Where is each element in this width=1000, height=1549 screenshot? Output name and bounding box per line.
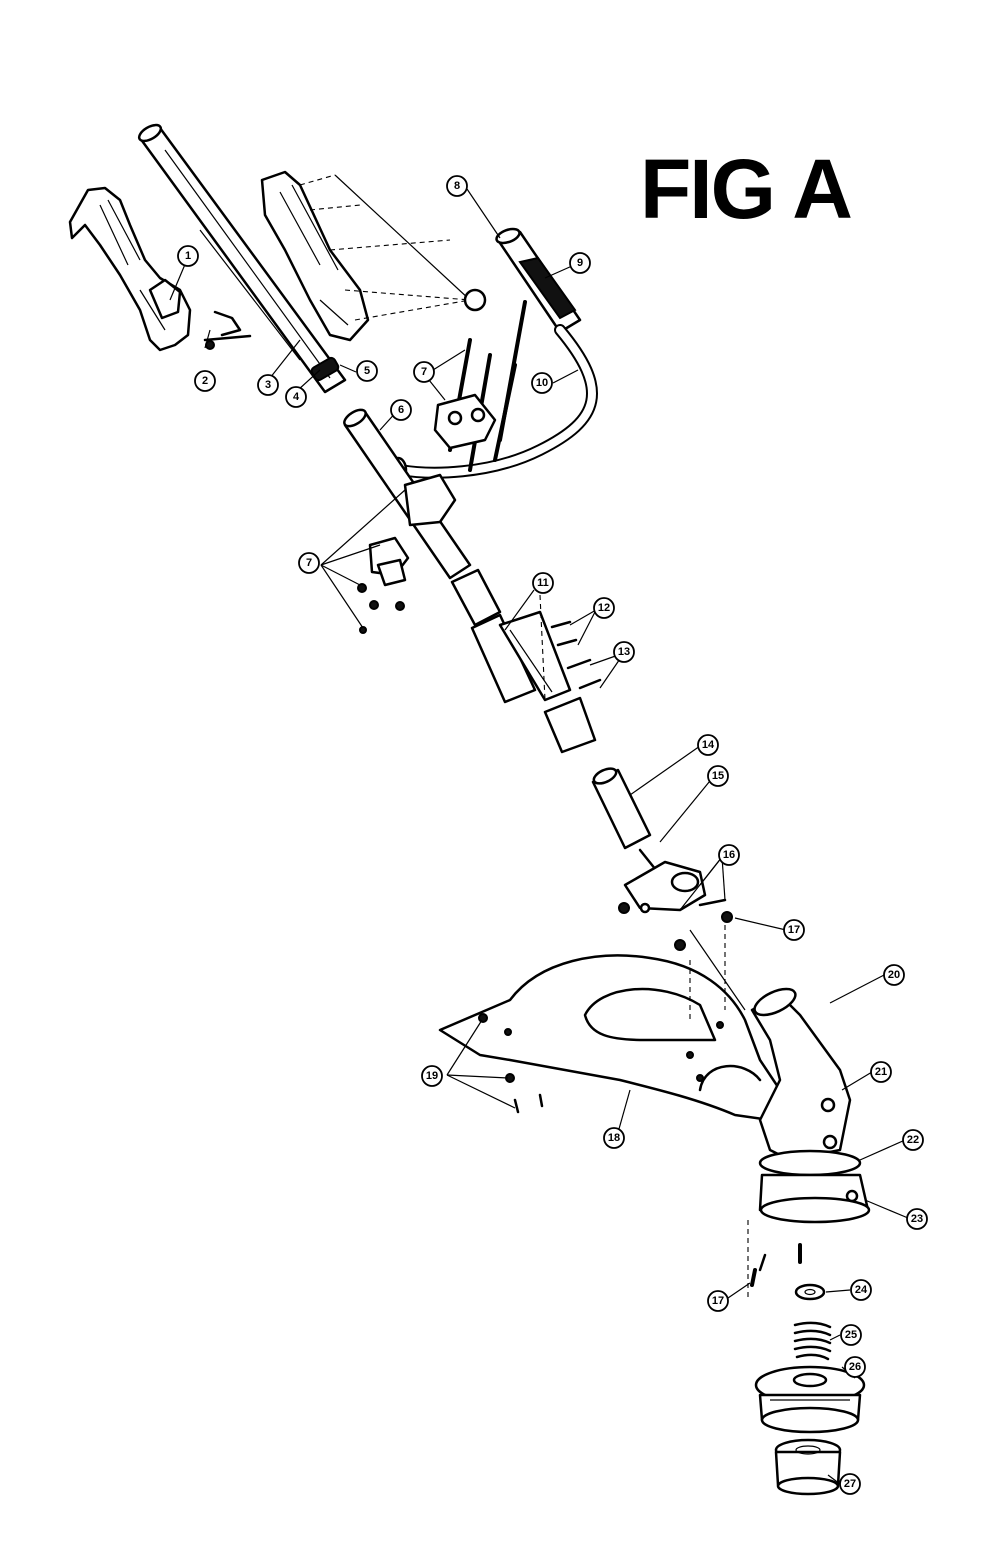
bump-knob: [774, 1438, 842, 1496]
spool-screws: [747, 1220, 802, 1300]
callout-13: 13: [613, 641, 635, 663]
callout-label: 26: [849, 1361, 861, 1373]
callout-17-lower: 17: [707, 1290, 729, 1312]
rear-handle: [68, 186, 192, 352]
callout-18: 18: [603, 1127, 625, 1149]
spool: [754, 1365, 866, 1434]
callout-label: 15: [712, 770, 724, 782]
callout-label: 8: [454, 180, 460, 192]
callout-label: 6: [398, 404, 404, 416]
callout-24: 24: [850, 1279, 872, 1301]
figure-title: FIG A: [640, 142, 851, 236]
callout-7-lower: 7: [298, 552, 320, 574]
callout-label: 1: [185, 250, 191, 262]
callout-label: 14: [702, 739, 715, 751]
leader-lines: [169, 185, 909, 1485]
callout-2: 2: [194, 370, 216, 392]
callout-label: 5: [364, 365, 370, 377]
callout-21: 21: [870, 1061, 892, 1083]
callout-10: 10: [531, 372, 553, 394]
callout-17-upper: 17: [783, 919, 805, 941]
callout-label: 25: [845, 1329, 857, 1341]
callout-label: 7: [306, 557, 312, 569]
callout-label: 23: [911, 1213, 923, 1225]
callout-label: 3: [265, 379, 271, 391]
callout-8: 8: [446, 175, 468, 197]
callout-4: 4: [285, 386, 307, 408]
callout-9: 9: [569, 252, 591, 274]
callout-label: 12: [598, 602, 610, 614]
callout-label: 18: [608, 1132, 620, 1144]
lower-tube: [591, 767, 662, 877]
callout-3: 3: [257, 374, 279, 396]
callout-22: 22: [902, 1129, 924, 1151]
handle-clip: [203, 310, 252, 350]
callout-label: 17: [712, 1295, 724, 1307]
spring: [793, 1321, 832, 1361]
loop-handle: [388, 324, 598, 484]
callout-label: 9: [577, 257, 583, 269]
callout-20: 20: [883, 964, 905, 986]
callout-label: 11: [537, 577, 549, 589]
callout-label: 27: [844, 1478, 856, 1490]
callout-label: 22: [907, 1134, 919, 1146]
callout-26: 26: [844, 1356, 866, 1378]
callout-label: 10: [536, 377, 548, 389]
upper-clamp: [433, 393, 497, 450]
callout-12: 12: [593, 597, 615, 619]
callout-23: 23: [906, 1208, 928, 1230]
callout-label: 4: [293, 391, 300, 403]
callout-6: 6: [390, 399, 412, 421]
callout-1: 1: [177, 245, 199, 267]
callout-7-upper: 7: [413, 361, 435, 383]
cutting-guard: [438, 925, 782, 1122]
washer: [794, 1283, 826, 1301]
callout-16: 16: [718, 844, 740, 866]
lower-clamp: [357, 473, 457, 634]
drive-shaft: [137, 123, 347, 394]
shaft-coupler: [450, 568, 597, 754]
engine-housing: [260, 170, 487, 342]
callout-label: 17: [788, 924, 800, 936]
callout-11: 11: [532, 572, 554, 594]
coupler-screws: [550, 620, 602, 690]
callout-19: 19: [421, 1065, 443, 1087]
callouts: 1 2 3 4 5 6 7 7 8 9 10 11 12 13 14 15 16…: [177, 175, 928, 1495]
callout-15: 15: [707, 765, 729, 787]
gear-plate: [758, 1149, 871, 1224]
callout-label: 16: [723, 849, 735, 861]
callout-label: 20: [888, 969, 900, 981]
callout-label: 21: [875, 1066, 887, 1078]
callout-14: 14: [697, 734, 719, 756]
callout-25: 25: [840, 1324, 862, 1346]
callout-label: 19: [426, 1070, 438, 1082]
callout-27: 27: [839, 1473, 861, 1495]
callout-5: 5: [356, 360, 378, 382]
front-grip: [495, 227, 582, 334]
callout-label: 2: [202, 375, 208, 387]
callout-label: 24: [855, 1284, 868, 1296]
guard-bracket: [618, 860, 733, 951]
callout-label: 13: [618, 646, 630, 658]
callout-label: 7: [421, 366, 427, 378]
